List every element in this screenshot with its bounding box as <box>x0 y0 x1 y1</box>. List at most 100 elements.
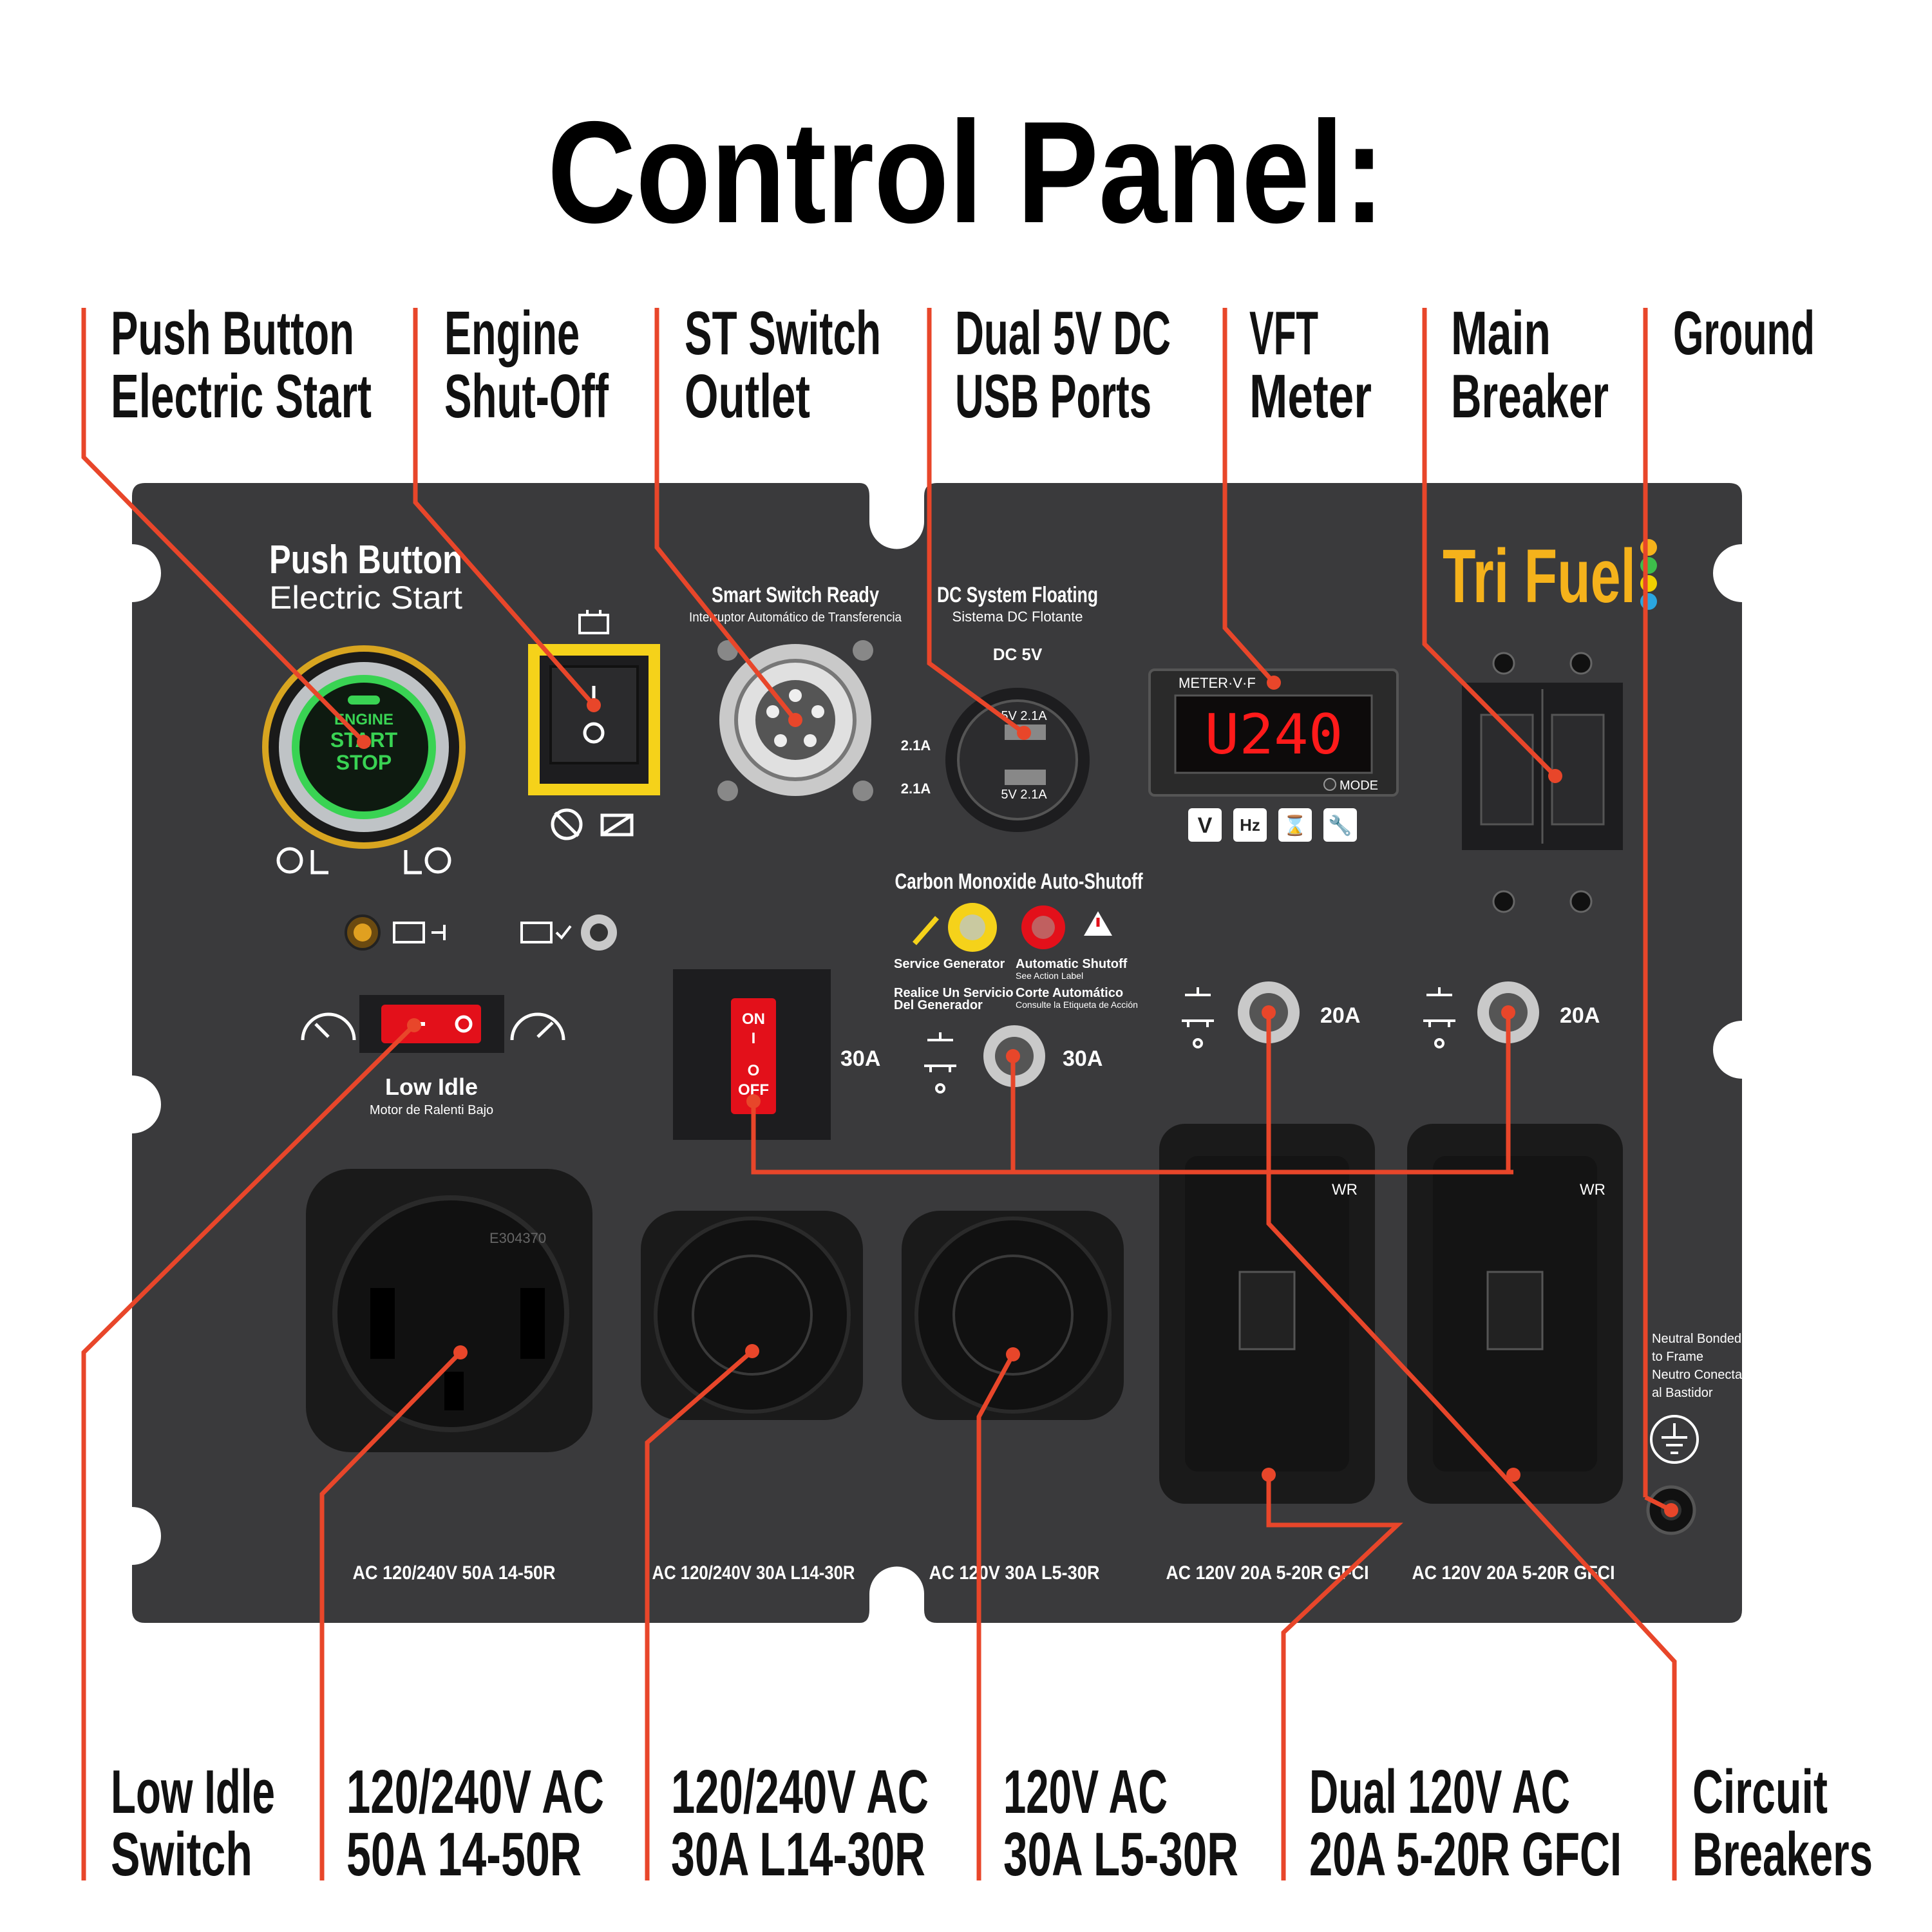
callout-shutoff-line2: Shut-Off <box>444 362 609 431</box>
co-auto-4: Consulte la Etiqueta de Acción <box>1016 999 1138 1010</box>
battery-check-icon <box>520 922 572 943</box>
outlet-label-4: AC 120V 20A 5-20R GFCI <box>1166 1562 1369 1584</box>
outlet-50a-code: E304370 <box>489 1230 546 1246</box>
callout-cb-line1: Circuit <box>1692 1757 1828 1826</box>
rating-30a-switch: 30A <box>840 1046 880 1071</box>
co-auto-3: Corte Automático <box>1016 986 1123 1000</box>
meter-mode: MODE <box>1340 779 1378 793</box>
wrench-icon <box>912 916 940 945</box>
outlet-label-2: AC 120/240V 30A L14-30R <box>652 1562 855 1584</box>
leader-lines <box>81 308 1678 1880</box>
outlet-l5-30r[interactable] <box>902 1211 1124 1420</box>
start-button-stop: STOP <box>336 751 392 774</box>
callout-shutoff-line1: Engine <box>444 299 580 368</box>
usb-side-bottom: 2.1A <box>901 781 931 797</box>
svg-text:⌛: ⌛ <box>1283 814 1307 837</box>
main-breaker[interactable] <box>1462 683 1623 850</box>
engine-shutoff-switch[interactable] <box>528 644 660 795</box>
callout-breaker-line1: Main <box>1451 299 1551 368</box>
meter-button-hourglass: ⌛ <box>1278 808 1312 842</box>
callout-lowidle-line2: Switch <box>111 1820 252 1889</box>
callout-start-line2: Electric Start <box>111 362 372 431</box>
brand-logo: Tri Fuel <box>1443 534 1636 619</box>
battery-charge-icon <box>578 610 609 634</box>
dc-subtitle: Sistema DC Flotante <box>952 609 1083 625</box>
callout-cb-line2: Breakers <box>1692 1820 1873 1889</box>
callout-vft-line1: VFT <box>1249 299 1318 368</box>
battery-plug-icon <box>393 922 446 943</box>
usb-ports[interactable]: 5V 2.1A 5V 2.1A <box>945 688 1090 832</box>
co-auto-2: See Action Label <box>1016 971 1083 981</box>
indicator-lamp <box>345 914 381 951</box>
outlet-label-1: AC 120/240V 50A 14-50R <box>353 1562 556 1584</box>
engine-off-icons <box>551 808 634 840</box>
rating-20a-1: 20A <box>1320 1003 1360 1028</box>
breaker-icon-20a-2 <box>1423 987 1455 1048</box>
callout-st-line1: ST Switch <box>685 299 881 368</box>
callout-usb-line1: Dual 5V DC <box>955 299 1171 368</box>
low-idle-subtitle: Motor de Ralenti Bajo <box>370 1103 493 1117</box>
callout-l14-line1: 120/240V AC <box>671 1757 929 1826</box>
meter-button-wrench: 🔧 <box>1323 808 1357 842</box>
co-service-3: Del Generador <box>894 998 983 1012</box>
callout-st-line2: Outlet <box>685 362 810 431</box>
start-title-line1: Push Button <box>269 538 462 582</box>
ground-text-2: to Frame <box>1652 1350 1703 1364</box>
ground-text-1: Neutral Bonded <box>1652 1332 1741 1346</box>
outlet-l14-30r[interactable] <box>641 1211 863 1420</box>
outlet-label-5: AC 120V 20A 5-20R GFCI <box>1412 1562 1615 1584</box>
rating-30a-breaker: 30A <box>1063 1046 1103 1071</box>
callout-50a-line2: 50A 14-50R <box>346 1820 582 1889</box>
low-idle-title: Low Idle <box>385 1074 478 1100</box>
callout-breaker-line2: Breaker <box>1451 362 1609 431</box>
callout-gfci-line2: 20A 5-20R GFCI <box>1309 1820 1622 1889</box>
meter-reading: U240 <box>1205 703 1343 767</box>
gfci-2-wr: WR <box>1580 1181 1605 1198</box>
callout-start-line1: Push Button <box>111 299 354 368</box>
start-icons <box>276 847 451 875</box>
gauge-icons <box>301 1012 565 1041</box>
gfci-1-wr: WR <box>1332 1181 1358 1198</box>
co-service-lamp <box>948 903 997 952</box>
callout-l5-line1: 120V AC <box>1003 1757 1168 1826</box>
ground-text-4: al Bastidor <box>1652 1386 1713 1400</box>
breaker-icon-20a-1 <box>1182 987 1214 1048</box>
callout-lowidle-line1: Low Idle <box>111 1757 275 1826</box>
co-service-1: Service Generator <box>894 957 1005 971</box>
outlet-gfci-1[interactable]: WR <box>1159 1124 1375 1504</box>
outlet-14-50r[interactable]: E304370 <box>306 1169 592 1452</box>
meter-button-hz: Hz <box>1233 808 1267 842</box>
meter-brand: METER·V·F <box>1179 675 1256 691</box>
co-service-2: Realice Un Servicio <box>894 986 1014 1000</box>
co-auto-1: Automatic Shutoff <box>1016 957 1128 971</box>
callout-l5-line2: 30A L5-30R <box>1003 1820 1238 1889</box>
outlet-label-3: AC 120V 30A L5-30R <box>929 1562 1100 1584</box>
vft-meter: METER·V·F U240 MODE <box>1148 668 1399 797</box>
smart-switch-title: Smart Switch Ready <box>712 583 879 607</box>
dc-label: DC 5V <box>993 645 1043 664</box>
callout-l14-line2: 30A L14-30R <box>671 1820 925 1889</box>
ground-symbol-icon <box>1650 1415 1699 1464</box>
co-warning-icon <box>1084 911 1112 936</box>
switch-i-label: I <box>752 1030 756 1047</box>
co-shutoff-lamp <box>1021 905 1065 949</box>
dc-title: DC System Floating <box>937 583 1098 607</box>
ground-text-3: Neutro Conectado <box>1652 1368 1756 1382</box>
page-title: Control Panel: <box>547 91 1385 253</box>
switch-on-label: ON <box>742 1010 765 1028</box>
callout-ground: Ground <box>1673 299 1815 368</box>
outlet-gfci-2[interactable]: WR <box>1407 1124 1623 1504</box>
breaker-screws <box>1492 652 1593 913</box>
svg-text:Hz: Hz <box>1240 815 1260 835</box>
svg-text:V: V <box>1198 813 1213 838</box>
callout-vft-line2: Meter <box>1249 362 1372 431</box>
low-idle-switch[interactable] <box>359 995 504 1053</box>
usb-top-label: 5V 2.1A <box>1001 709 1047 723</box>
rating-20a-2: 20A <box>1560 1003 1600 1028</box>
dc-jack[interactable] <box>581 914 617 951</box>
meter-button-v: V <box>1188 808 1222 842</box>
switch-o-label: O <box>748 1062 760 1079</box>
svg-text:🔧: 🔧 <box>1328 813 1352 837</box>
breaker-icon-30a <box>924 1032 956 1094</box>
